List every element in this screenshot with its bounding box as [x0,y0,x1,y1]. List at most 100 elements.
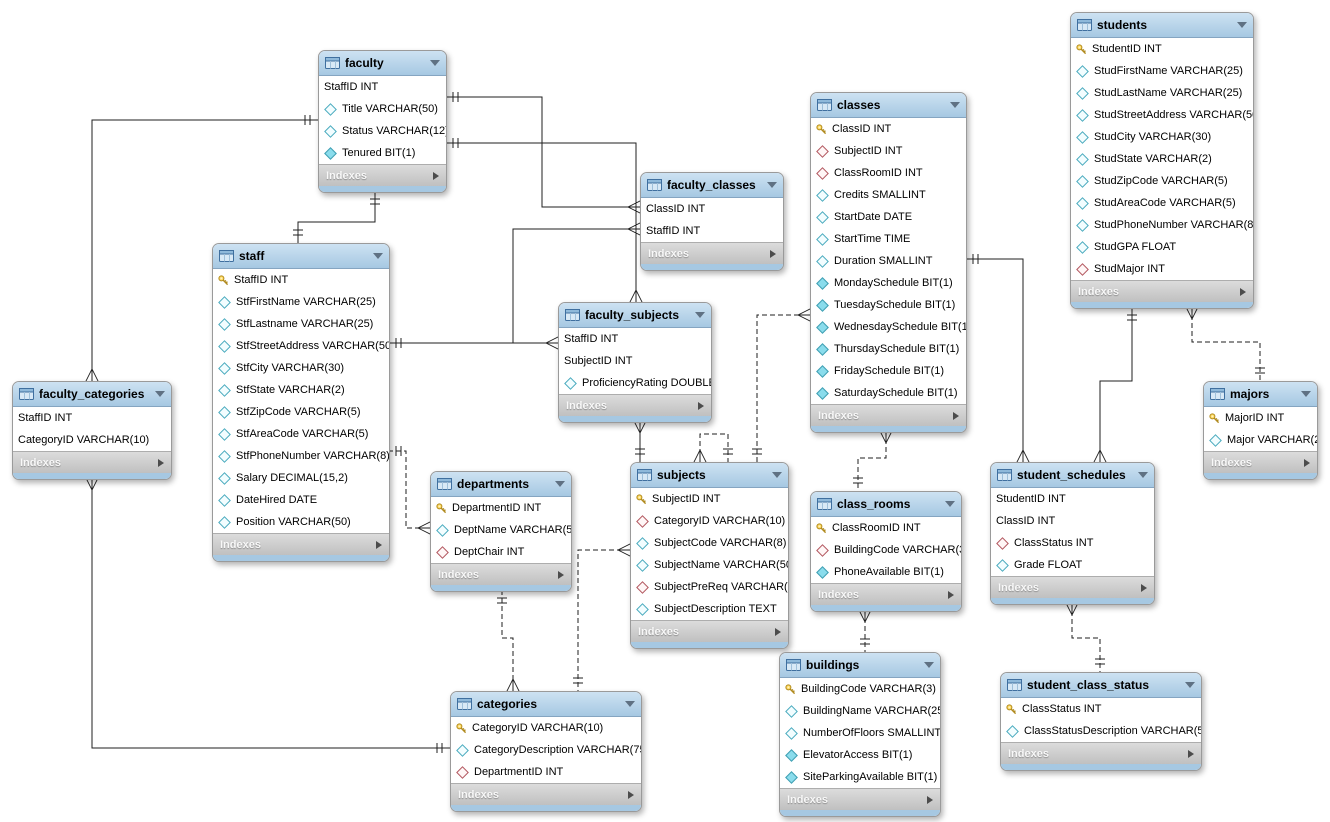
indexes-bar[interactable]: Indexes [631,620,788,642]
relationship-classes-student_schedules[interactable] [965,254,1030,463]
column-row[interactable]: ClassRoomID INT [811,162,966,184]
expand-arrow-icon[interactable] [770,249,776,258]
expand-arrow-icon[interactable] [1240,287,1246,296]
column-row[interactable]: StfPhoneNumber VARCHAR(8) [213,445,389,467]
column-row[interactable]: StfState VARCHAR(2) [213,379,389,401]
collapse-caret-icon[interactable] [155,391,165,397]
column-row[interactable]: SubjectID INT [559,350,711,372]
relationship-faculty_subjects-subjects[interactable] [633,420,647,462]
column-row[interactable]: PhoneAvailable BIT(1) [811,561,961,583]
indexes-bar[interactable]: Indexes [451,783,641,805]
column-row[interactable]: SubjectID INT [631,488,788,510]
expand-arrow-icon[interactable] [1141,583,1147,592]
column-row[interactable]: StfAreaCode VARCHAR(5) [213,423,389,445]
collapse-caret-icon[interactable] [1237,22,1247,28]
collapse-caret-icon[interactable] [1301,391,1311,397]
column-row[interactable]: StfZipCode VARCHAR(5) [213,401,389,423]
column-row[interactable]: SubjectID INT [811,140,966,162]
expand-arrow-icon[interactable] [1188,749,1194,758]
column-row[interactable]: StaffID INT [319,76,446,98]
relationship-subjects-subjects[interactable] [693,433,733,463]
column-row[interactable]: Title VARCHAR(50) [319,98,446,120]
table-header[interactable]: buildings [780,653,940,678]
column-row[interactable]: StudFirstName VARCHAR(25) [1071,60,1253,82]
relationship-students-majors[interactable] [1185,306,1265,381]
column-row[interactable]: StudPhoneNumber VARCHAR(8) [1071,214,1253,236]
column-row[interactable]: SubjectName VARCHAR(50) [631,554,788,576]
table-header[interactable]: categories [451,692,641,717]
column-row[interactable]: StfStreetAddress VARCHAR(50) [213,335,389,357]
column-row[interactable]: TuesdaySchedule BIT(1) [811,294,966,316]
relationship-student_schedules-student_class_status[interactable] [1065,602,1105,672]
column-row[interactable]: StudentID INT [991,488,1154,510]
collapse-caret-icon[interactable] [430,60,440,66]
collapse-caret-icon[interactable] [1138,472,1148,478]
column-row[interactable]: FridaySchedule BIT(1) [811,360,966,382]
expand-arrow-icon[interactable] [775,627,781,636]
indexes-bar[interactable]: Indexes [1001,742,1201,764]
relationship-subjects-classes[interactable] [752,308,811,462]
indexes-bar[interactable]: Indexes [641,242,783,264]
collapse-caret-icon[interactable] [1185,682,1195,688]
collapse-caret-icon[interactable] [767,182,777,188]
column-row[interactable]: DepartmentID INT [451,761,641,783]
indexes-bar[interactable]: Indexes [811,404,966,426]
column-row[interactable]: ClassStatus INT [1001,698,1201,720]
expand-arrow-icon[interactable] [433,171,439,180]
collapse-caret-icon[interactable] [772,472,782,478]
column-row[interactable]: ClassStatus INT [991,532,1154,554]
column-row[interactable]: StfCity VARCHAR(30) [213,357,389,379]
expand-arrow-icon[interactable] [158,458,164,467]
column-row[interactable]: StudStreetAddress VARCHAR(50) [1071,104,1253,126]
column-row[interactable]: ClassID INT [811,118,966,140]
table-header[interactable]: student_class_status [1001,673,1201,698]
column-row[interactable]: Position VARCHAR(50) [213,511,389,533]
column-row[interactable]: StfLastname VARCHAR(25) [213,313,389,335]
table-header[interactable]: classes [811,93,966,118]
table-header[interactable]: staff [213,244,389,269]
column-row[interactable]: StudZipCode VARCHAR(5) [1071,170,1253,192]
relationship-departments-categories[interactable] [497,590,520,692]
column-row[interactable]: Salary DECIMAL(15,2) [213,467,389,489]
column-row[interactable]: Major VARCHAR(20) [1204,429,1317,451]
indexes-bar[interactable]: Indexes [213,533,389,555]
column-row[interactable]: StartDate DATE [811,206,966,228]
column-row[interactable]: Credits SMALLINT [811,184,966,206]
collapse-caret-icon[interactable] [695,312,705,318]
table-header[interactable]: faculty [319,51,446,76]
expand-arrow-icon[interactable] [376,540,382,549]
expand-arrow-icon[interactable] [948,590,954,599]
indexes-bar[interactable]: Indexes [431,563,571,585]
column-row[interactable]: ClassStatusDescription VARCHAR(50) [1001,720,1201,742]
collapse-caret-icon[interactable] [625,701,635,707]
indexes-bar[interactable]: Indexes [1204,451,1317,473]
column-row[interactable]: SiteParkingAvailable BIT(1) [780,766,940,788]
column-row[interactable]: ClassID INT [991,510,1154,532]
column-row[interactable]: WednesdaySchedule BIT(1) [811,316,966,338]
column-row[interactable]: StaffID INT [13,407,171,429]
column-row[interactable]: SubjectPreReq VARCHAR(8) [631,576,788,598]
table-header[interactable]: majors [1204,382,1317,407]
column-row[interactable]: ThursdaySchedule BIT(1) [811,338,966,360]
indexes-bar[interactable]: Indexes [780,788,940,810]
column-row[interactable]: CategoryID VARCHAR(10) [13,429,171,451]
column-row[interactable]: CategoryDescription VARCHAR(75) [451,739,641,761]
relationship-faculty-faculty_classes[interactable] [445,92,641,214]
indexes-bar[interactable]: Indexes [319,164,446,186]
relationship-faculty-faculty_subjects[interactable] [445,138,643,303]
collapse-caret-icon[interactable] [924,662,934,668]
column-row[interactable]: StudGPA FLOAT [1071,236,1253,258]
column-row[interactable]: StudAreaCode VARCHAR(5) [1071,192,1253,214]
indexes-bar[interactable]: Indexes [811,583,961,605]
column-row[interactable]: StudState VARCHAR(2) [1071,148,1253,170]
table-header[interactable]: departments [431,472,571,497]
